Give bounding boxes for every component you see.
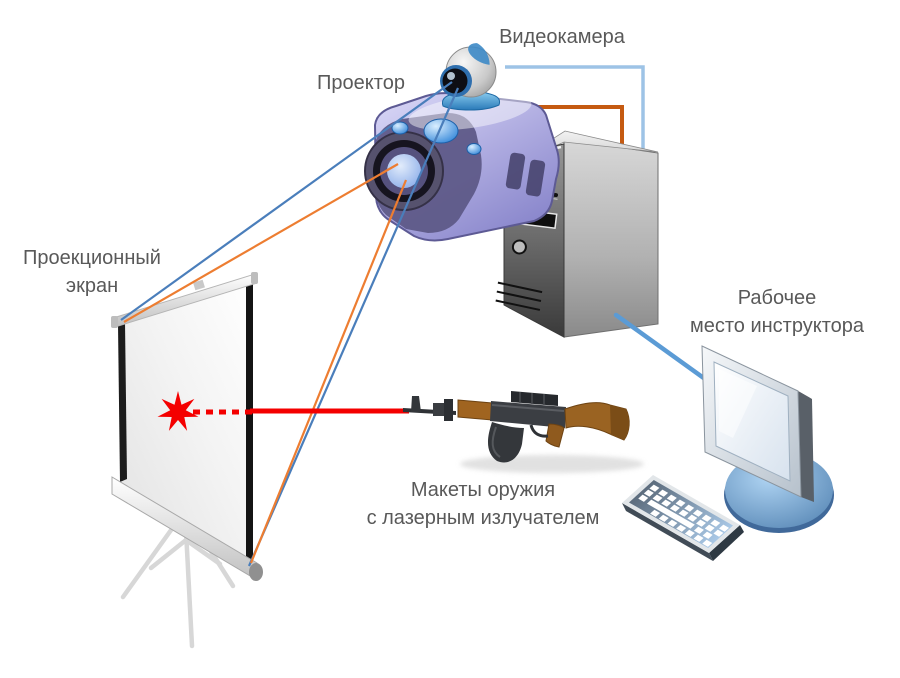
beam-projector-screen-bottomright [249,179,408,564]
rifle-trigger-guard [529,424,549,438]
screen-bracket [193,279,205,291]
label-projection-screen: Проекционный экран [7,244,177,300]
screen-edge-right [246,280,253,569]
laser-beam [157,391,409,431]
webcam-lens-glint [447,72,455,80]
keyboard-deck [622,475,740,553]
monitor-icon [701,345,834,533]
cable-computer-to-monitor [613,312,715,387]
projector-lens-glass [387,154,421,188]
screen-edge-left [118,322,127,482]
rifle-rail-notches [519,392,545,405]
projector-button-3 [466,143,482,155]
cable-webcam-to-computer [505,65,645,158]
rifle-receiver [490,401,566,428]
sightline-webcam-screen-bottomright [247,87,460,567]
rifle-grip [545,423,565,448]
beam-projector-screen-topleft [123,163,399,323]
label-instructor-workstation: Рабочее место инструктора [652,284,900,340]
label-videocamera: Видеокамера [499,26,625,48]
rifle-handguard [457,399,493,421]
projector-button-1 [391,121,409,135]
webcam-lens [442,68,468,94]
label-weapon-mockups-line2: с лазерным излучателем [366,507,600,529]
rifle-receiver-highlight [491,404,565,412]
rifle-scope-rail [511,391,558,406]
screen-bottom-bar-cap [249,563,263,581]
label-instructor-workstation-line2: место инструктора [689,315,865,337]
rifle-rear-sight [444,399,453,421]
rifle-buttplate [610,405,630,440]
rifle-magazine [487,422,524,463]
rifle-shadow [460,455,644,473]
label-weapon-mockups: Макеты оружия с лазерным излучателем [333,476,633,532]
monitor-glare [719,369,757,438]
screen-bar-cap-left [111,316,118,328]
label-instructor-workstation-line1: Рабочее [737,287,817,309]
projector-side-vent-2 [525,159,546,197]
laser-burst-icon [157,391,199,431]
webcam-icon [440,43,501,111]
rifle-magazine-highlight [491,426,501,458]
label-weapon-mockups-line1: Макеты оружия [410,479,556,501]
screen-bar-cap-right [251,272,258,284]
rifle-icon [403,391,644,473]
label-projector: Проектор [317,72,405,94]
cable-projector-to-computer [517,105,624,148]
projector-button-2 [423,118,459,144]
keyboard-front-edge [622,503,713,561]
projection-screen-icon [111,272,263,649]
monitor-bezel-right-edge [798,391,814,502]
keyboard-icon [622,475,744,561]
rifle-front-sight [411,396,421,412]
projector-icon [364,92,560,242]
label-projection-screen-line1: Проекционный [23,247,161,269]
label-projection-screen-line2: экран [65,275,119,297]
keyboard-right-edge [709,525,744,561]
tower-side-face [563,138,659,338]
sightline-webcam-screen-topleft [120,81,453,321]
projector-side-vent [505,152,526,190]
